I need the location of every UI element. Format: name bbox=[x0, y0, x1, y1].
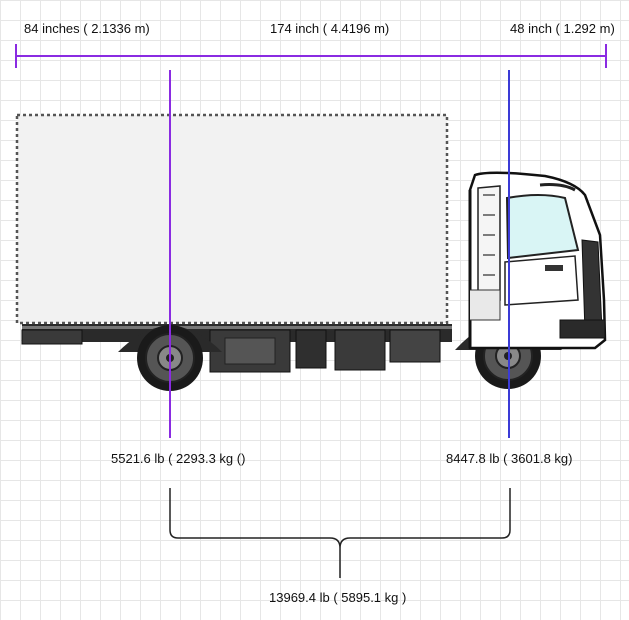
front-overhang-label: 48 inch ( 1.292 m) bbox=[510, 21, 615, 36]
fuel-tank-panel bbox=[224, 337, 276, 365]
door-handle bbox=[545, 265, 563, 271]
front-bumper bbox=[559, 319, 606, 339]
air-tank bbox=[334, 329, 386, 371]
cab-window bbox=[505, 194, 580, 260]
rear-overhang-label: 84 inches ( 2.1336 m) bbox=[24, 21, 150, 36]
chassis bbox=[21, 324, 452, 373]
total-load-brace bbox=[169, 488, 511, 578]
cab-step bbox=[470, 289, 501, 321]
chassis-highlight bbox=[22, 326, 452, 329]
cab-roof-visor bbox=[539, 183, 576, 192]
cab-door-lower bbox=[504, 255, 579, 306]
cab-grille bbox=[581, 239, 603, 333]
cab-side-panel bbox=[477, 185, 501, 301]
dimension-bar bbox=[15, 44, 607, 68]
front-axle-load-label: 8447.8 lb ( 3601.8 kg) bbox=[446, 451, 573, 466]
wheelbase-label: 174 inch ( 4.4196 m) bbox=[270, 21, 390, 36]
rear-bumper bbox=[21, 329, 83, 345]
cab-ladder bbox=[483, 194, 495, 276]
rear-axle-load-label: 5521.6 lb ( 2293.3 kg () bbox=[111, 451, 246, 466]
total-load-label: 13969.4 lb ( 5895.1 kg ) bbox=[269, 590, 407, 605]
truck-cab bbox=[468, 171, 607, 350]
tool-box bbox=[389, 329, 441, 363]
cargo-box bbox=[15, 113, 449, 325]
battery-box bbox=[295, 329, 327, 369]
